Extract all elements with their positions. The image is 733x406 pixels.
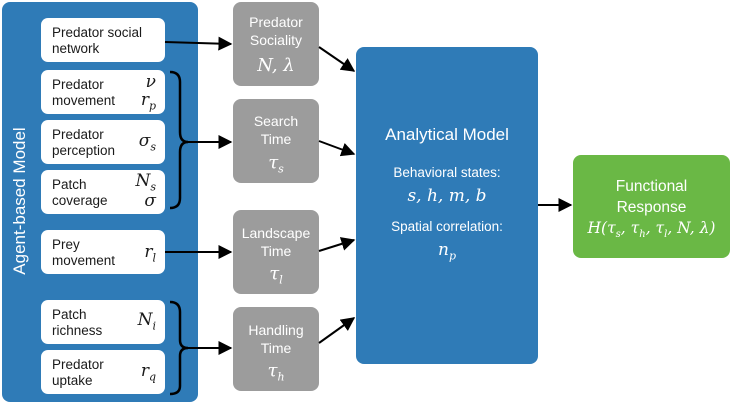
param-label: Predator [52, 77, 104, 92]
brace-handling [169, 300, 189, 396]
node-label: Predator [249, 14, 303, 30]
param-symbol-rq: rq [140, 361, 156, 384]
arrow-social-to-sociality [164, 36, 233, 51]
node-symbol: τs [268, 152, 284, 176]
behavioral-states-label: Behavioral states: [393, 165, 501, 180]
param-symbol-nu: ν [145, 72, 156, 92]
arrow-handling-to-analytical [318, 317, 356, 344]
node-predator-sociality: Predator Sociality N, λ [233, 2, 319, 86]
node-symbol: N, λ [257, 55, 295, 76]
node-handling-time: Handling Time τh [233, 307, 319, 391]
functional-response-formula: H(τs, τh, τl, N, λ) [587, 219, 716, 241]
param-label: perception [52, 143, 116, 158]
param-label: coverage [52, 193, 108, 208]
functional-response-box: Functional Response H(τs, τh, τl, N, λ) [573, 155, 730, 258]
analytical-model-title: Analytical Model [385, 125, 509, 144]
param-predator-uptake: Predator uptake rq [41, 350, 165, 394]
node-search-time: Search Time τs [233, 99, 319, 183]
param-label: network [52, 41, 100, 56]
param-symbol-ni: Ni [137, 310, 156, 333]
param-label: Predator [52, 127, 104, 142]
param-label: Predator social [52, 25, 143, 40]
param-label: Prey [52, 237, 80, 252]
node-label: Time [260, 340, 292, 356]
brace-search [169, 70, 189, 210]
behavioral-states-symbols: s, h, m, b [407, 186, 487, 206]
param-predator-perception: Predator perception σs [41, 120, 165, 164]
node-symbol: τh [267, 360, 285, 384]
arrow-sociality-to-analytical [318, 46, 356, 72]
param-symbol-sigma-s: σs [138, 131, 156, 154]
param-patch-richness: Patch richness Ni [41, 300, 165, 344]
functional-response-label: Functional [615, 178, 688, 195]
param-label: movement [52, 253, 116, 268]
arrow-landscape-to-analytical [318, 237, 356, 252]
node-landscape-time: Landscape Time τl [233, 210, 319, 294]
param-label: Patch [52, 307, 87, 322]
functional-response-label: Response [616, 199, 687, 216]
param-predator-movement: Predator movement ν rp [41, 70, 165, 114]
node-label: Handling [248, 322, 304, 338]
param-symbol-rl: rl [144, 242, 156, 265]
param-label: movement [52, 93, 116, 108]
param-label: richness [52, 323, 103, 338]
param-predator-social-network: Predator social network [41, 18, 165, 62]
node-symbol: τl [269, 263, 283, 287]
node-label: Search [253, 113, 299, 129]
param-symbol-rp: rp [140, 90, 156, 113]
analytical-model-box: Analytical Model Behavioral states: s, h… [356, 47, 538, 364]
param-symbol-ns: Ns [135, 171, 156, 194]
param-label: Predator [52, 357, 104, 372]
param-symbol-sigma: σ [144, 191, 156, 211]
spatial-correlation-label: Spatial correlation: [391, 219, 503, 234]
node-label: Time [260, 131, 292, 147]
arrow-search-to-analytical [318, 140, 356, 157]
node-label: Time [260, 243, 292, 259]
param-prey-movement: Prey movement rl [41, 230, 165, 274]
node-label: Sociality [249, 32, 303, 48]
param-patch-coverage: Patch coverage Ns σ [41, 170, 165, 214]
node-label: Landscape [241, 225, 311, 241]
param-label: Patch [52, 177, 87, 192]
spatial-correlation-symbol: np [438, 240, 456, 263]
param-label: uptake [52, 373, 93, 388]
